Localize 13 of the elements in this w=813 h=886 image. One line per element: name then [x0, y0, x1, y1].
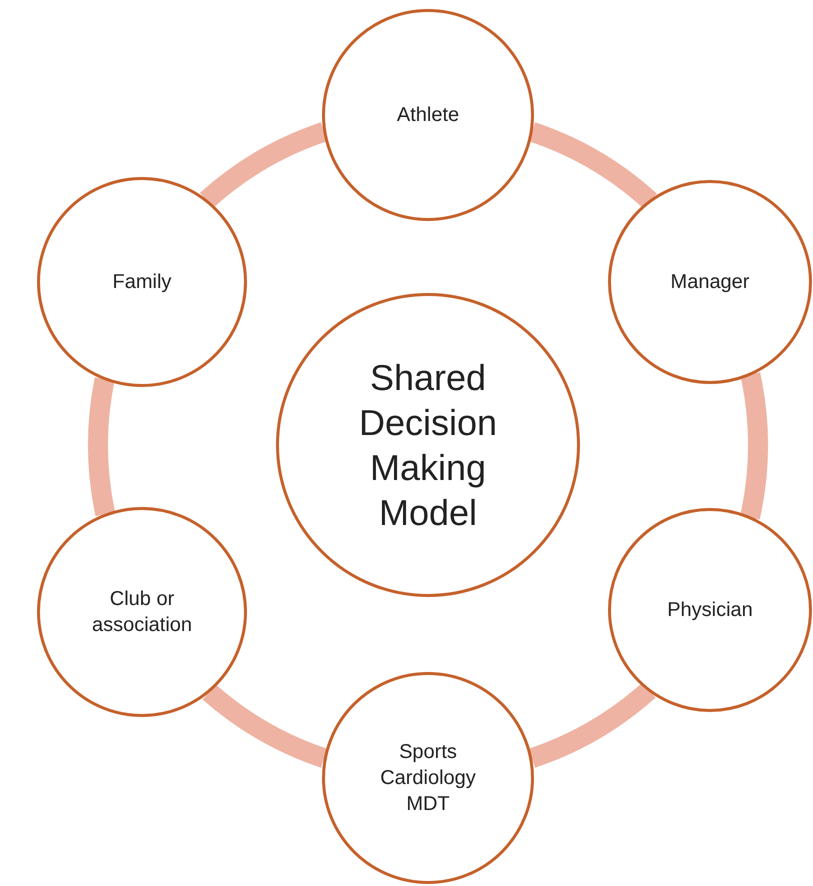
ring-connector [740, 372, 768, 520]
center-title: Shared Decision Making Model [358, 356, 498, 535]
node-label: Athlete [396, 103, 460, 128]
node-label: Club or association [90, 587, 194, 638]
node-label: Sports Cardiology MDT [379, 740, 477, 817]
ring-connector [88, 378, 116, 516]
ring-connector [528, 682, 656, 768]
node-label: Physician [667, 598, 753, 623]
node-label: Manager [670, 270, 750, 295]
ring-connector [200, 122, 328, 208]
ring-connector [202, 684, 328, 768]
node-label: Family [112, 270, 172, 295]
ring-connector [528, 122, 657, 209]
